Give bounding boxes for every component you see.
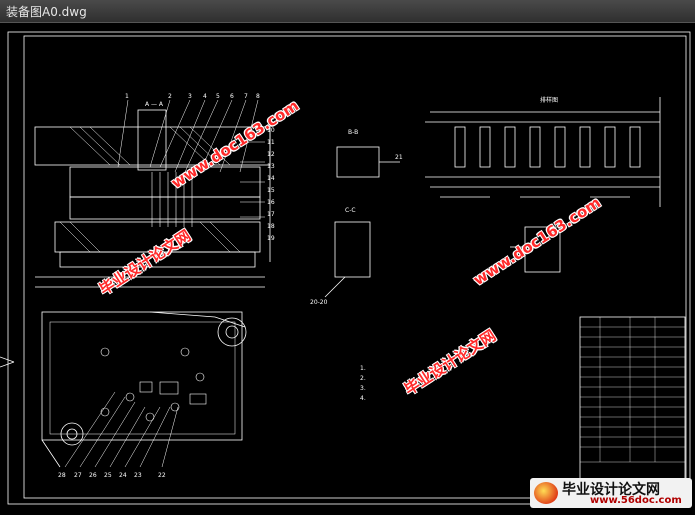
section-cc: [334, 221, 371, 278]
label-bb-leader: 21: [395, 154, 403, 161]
title-bar: 装备图A0.dwg: [0, 0, 695, 23]
part-number: 5: [216, 93, 220, 100]
section-bb: [336, 146, 380, 178]
plan-pin-hole: [60, 422, 84, 446]
part-number: 16: [267, 199, 275, 206]
window-title: 装备图A0.dwg: [6, 5, 87, 19]
part-number: 8: [256, 93, 260, 100]
note-line: 4.: [360, 395, 366, 402]
label-section-bb: B-B: [348, 129, 358, 136]
part-number: 14: [267, 175, 275, 182]
part-number: 26: [89, 472, 97, 479]
note-line: 3.: [360, 385, 366, 392]
part-number: 19: [267, 235, 275, 242]
drawing-frame: [7, 31, 691, 505]
label-strip-title: 排样图: [540, 96, 558, 104]
part-number: 28: [58, 472, 66, 479]
part-number: 25: [104, 472, 112, 479]
part-number: 11: [267, 139, 275, 146]
badge-url: www.56doc.com: [590, 495, 682, 506]
note-line: 2.: [360, 375, 366, 382]
part-number: 1: [125, 93, 129, 100]
part-number: 17: [267, 211, 275, 218]
plan-lug: [217, 317, 247, 347]
shank: [137, 109, 167, 171]
part-number: 23: [134, 472, 142, 479]
site-badge: 毕业设计论文网 www.56doc.com: [530, 478, 692, 508]
detail-view: [524, 226, 561, 273]
part-number: 12: [267, 151, 275, 158]
part-number: 10: [267, 127, 275, 134]
site-logo-icon: [534, 482, 558, 504]
title-block: [579, 316, 686, 503]
part-number: 2: [168, 93, 172, 100]
lower-base-plate: [59, 251, 256, 268]
part-number: 27: [74, 472, 82, 479]
label-section-aa: A — A: [145, 101, 164, 108]
part-number: 6: [230, 93, 234, 100]
badge-title: 毕业设计论文网: [562, 482, 660, 498]
part-number: 3: [188, 93, 192, 100]
part-number: 22: [158, 472, 166, 479]
part-number: 15: [267, 187, 275, 194]
drawing-border: [23, 35, 687, 499]
note-line: 1.: [360, 365, 366, 372]
plan-view: [41, 311, 243, 441]
drawing-canvas[interactable]: A — A B-B C-C 排样图 21 20-20 1 2 3 4 5 6 7…: [0, 22, 695, 511]
cad-drawing: A — A B-B C-C 排样图 21 20-20 1 2 3 4 5 6 7…: [0, 31, 691, 505]
label-section-cc: C-C: [345, 207, 356, 214]
part-number: 4: [203, 93, 207, 100]
label-cc-leader: 20-20: [310, 299, 328, 306]
strip-layout: [425, 97, 661, 207]
part-number: 18: [267, 223, 275, 230]
punch-plate: [69, 166, 261, 198]
part-number: 24: [119, 472, 127, 479]
part-number: 7: [244, 93, 248, 100]
part-number: 13: [267, 163, 275, 170]
stripper-plate: [69, 196, 261, 220]
